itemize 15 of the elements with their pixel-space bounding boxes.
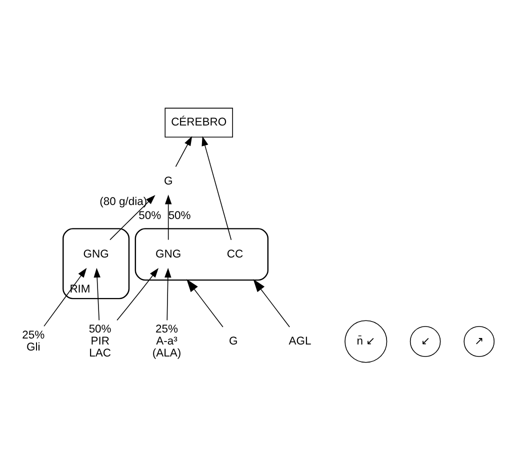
node-label: (80 g/dia) bbox=[100, 195, 148, 208]
node-text: 25% A-a³ (ALA) bbox=[152, 322, 182, 360]
node-text: 25% Gli bbox=[22, 328, 45, 353]
node-text: GNG bbox=[83, 248, 109, 260]
node-text: 50% PIR LAC bbox=[88, 322, 112, 360]
label: n̄ ↙ bbox=[356, 334, 376, 347]
label: ↗ bbox=[474, 334, 484, 347]
node-text: G bbox=[164, 174, 173, 187]
label: ↙ bbox=[420, 334, 430, 347]
node-text: GNG bbox=[156, 248, 182, 260]
node-text: G bbox=[229, 334, 238, 347]
node-text: AGL bbox=[288, 334, 312, 347]
node-text: CC bbox=[226, 248, 244, 260]
edge-label: 50% bbox=[138, 210, 162, 222]
edge-label: 50% bbox=[168, 210, 191, 222]
